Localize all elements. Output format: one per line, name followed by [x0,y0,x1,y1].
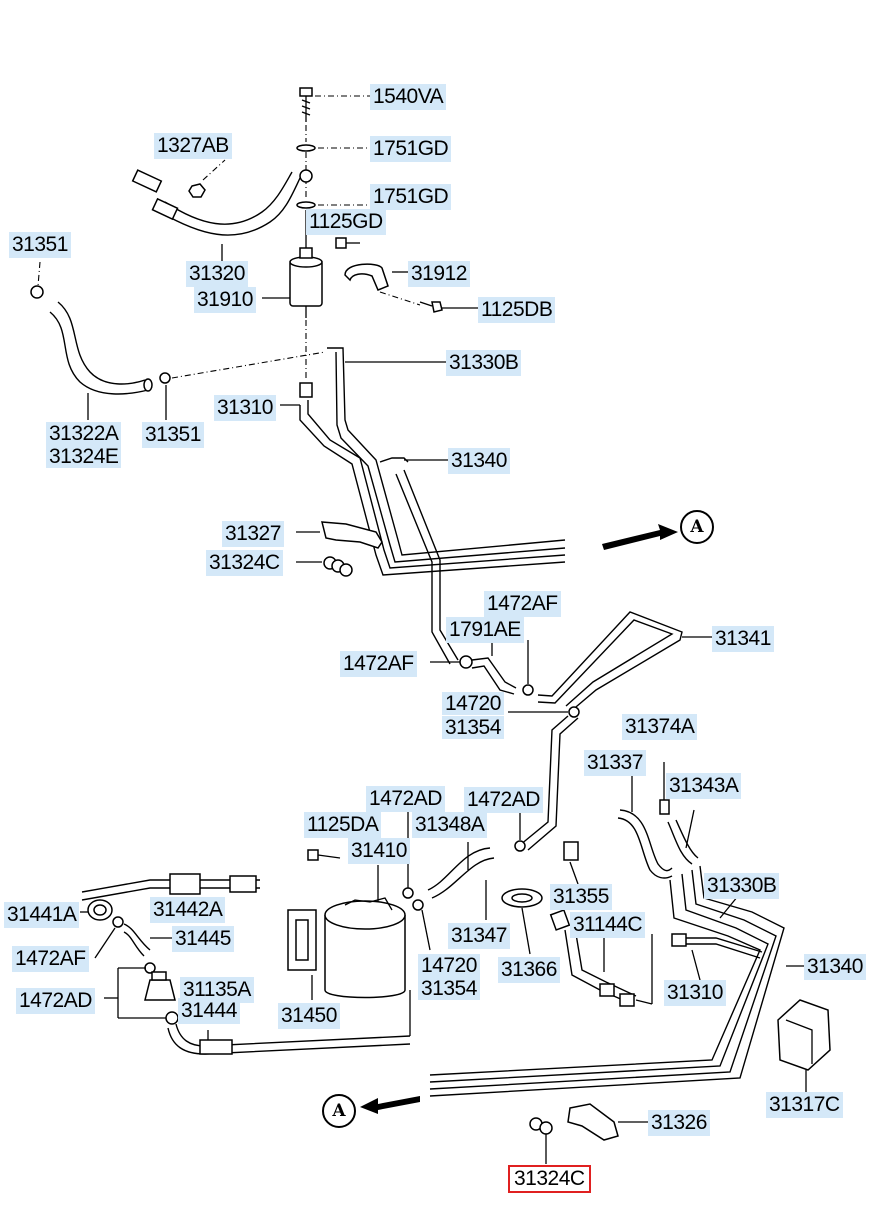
label-31348a[interactable]: 31348A [412,812,488,838]
label-1472ad-b[interactable]: 1472AD [464,787,543,813]
bracket-31912 [344,263,421,306]
pipe-31310-b [671,933,763,981]
filter-31441a [80,873,260,921]
label-31910[interactable]: 31910 [194,287,256,313]
arrow-top [602,524,678,550]
grommet-31366 [501,888,543,955]
label-31144c[interactable]: 31144C [570,912,646,938]
hose-31320 [131,169,313,262]
label-1472ad-a[interactable]: 1472AD [366,786,445,812]
pipes-right [429,865,806,1097]
label-31320[interactable]: 31320 [186,261,248,287]
hose-1791ae [430,640,534,696]
label-31347[interactable]: 31347 [448,923,510,949]
pipes-upper [280,347,566,665]
bolt-1125gd [335,237,360,249]
label-31310-b[interactable]: 31310 [664,980,726,1006]
bracket-31326 [567,1103,648,1141]
hose-31337 [617,776,673,879]
label-31330b-a[interactable]: 31330B [446,350,522,376]
label-31445[interactable]: 31445 [172,926,234,952]
bolt-1125db [419,301,478,313]
pipes-mid [508,706,580,851]
label-31442a[interactable]: 31442A [150,897,226,923]
label-31341[interactable]: 31341 [712,626,774,652]
washer-1751gd-b [296,152,372,209]
hose-31444 [167,990,411,1055]
clip-31355 [563,841,579,885]
hose-31445 [94,916,172,959]
label-31337[interactable]: 31337 [584,750,646,776]
fuel-pump-31410 [287,849,406,1000]
label-31324e[interactable]: 31324E [46,445,122,468]
label-31450[interactable]: 31450 [278,1003,340,1029]
label-1125gd[interactable]: 1125GD [306,209,386,235]
label-31354-a[interactable]: 31354 [442,716,504,739]
clamp-31327 [296,521,383,549]
label-1125db[interactable]: 1125DB [478,297,556,323]
label-31310-a[interactable]: 31310 [214,395,276,421]
hose-31343a [659,762,699,865]
label-31410[interactable]: 31410 [348,838,410,864]
regulator-31135a [104,962,179,1025]
label-1472af-a[interactable]: 1472AF [484,591,561,617]
label-1472af-c[interactable]: 1472AF [12,946,89,972]
label-31354-b[interactable]: 31354 [418,977,480,1000]
label-31340-b[interactable]: 31340 [804,954,866,980]
label-31366[interactable]: 31366 [498,957,560,983]
clip-31324c-top [296,556,353,577]
label-1751gd-a[interactable]: 1751GD [370,136,452,162]
label-1327ab[interactable]: 1327AB [154,133,232,159]
connector-a-bottom: A [322,1094,356,1128]
label-31322a[interactable]: 31322A [46,422,122,445]
label-31343a[interactable]: 31343A [666,773,742,799]
label-31324c-b-highlighted[interactable]: 31324C [508,1165,591,1193]
protector-31317c [777,999,831,1092]
label-14720-b[interactable]: 14720 [418,954,480,977]
label-1751gd-b[interactable]: 1751GD [370,184,452,210]
label-1791ae[interactable]: 1791AE [446,617,524,643]
label-31324c-a[interactable]: 31324C [206,550,283,576]
clip-31324c-bottom [529,1117,553,1164]
nut-1327ab [188,159,226,198]
bolt-1540va [299,87,372,122]
label-1472ad-c[interactable]: 1472AD [16,988,95,1014]
label-31330b-b[interactable]: 31330B [704,873,780,899]
hose-31144c [549,909,653,1007]
label-31340-a[interactable]: 31340 [448,448,510,474]
fittings-1472ad [402,810,431,951]
label-31351-a[interactable]: 31351 [9,232,71,258]
label-14720-a[interactable]: 14720 [442,692,504,715]
label-1472af-b[interactable]: 1472AF [340,651,417,677]
label-31355[interactable]: 31355 [550,884,612,910]
label-31374a[interactable]: 31374A [622,714,698,740]
hose-31348a [427,810,526,920]
label-31444[interactable]: 31444 [178,998,240,1024]
label-31317c[interactable]: 31317C [766,1092,843,1118]
label-31912[interactable]: 31912 [408,261,470,287]
washer-1751gd-a [296,125,372,152]
label-31326[interactable]: 31326 [648,1110,710,1136]
hose-31322a [30,261,326,420]
label-31327[interactable]: 31327 [222,521,284,547]
fuel-filter-31910 [262,210,323,380]
label-31351-b[interactable]: 31351 [142,422,204,448]
label-31441a[interactable]: 31441A [4,902,80,928]
label-1540va[interactable]: 1540VA [370,84,447,110]
arrow-bottom [360,1096,420,1114]
label-1125da[interactable]: 1125DA [304,812,382,838]
connector-a-top: A [680,510,714,544]
pipe-31341 [537,611,712,713]
